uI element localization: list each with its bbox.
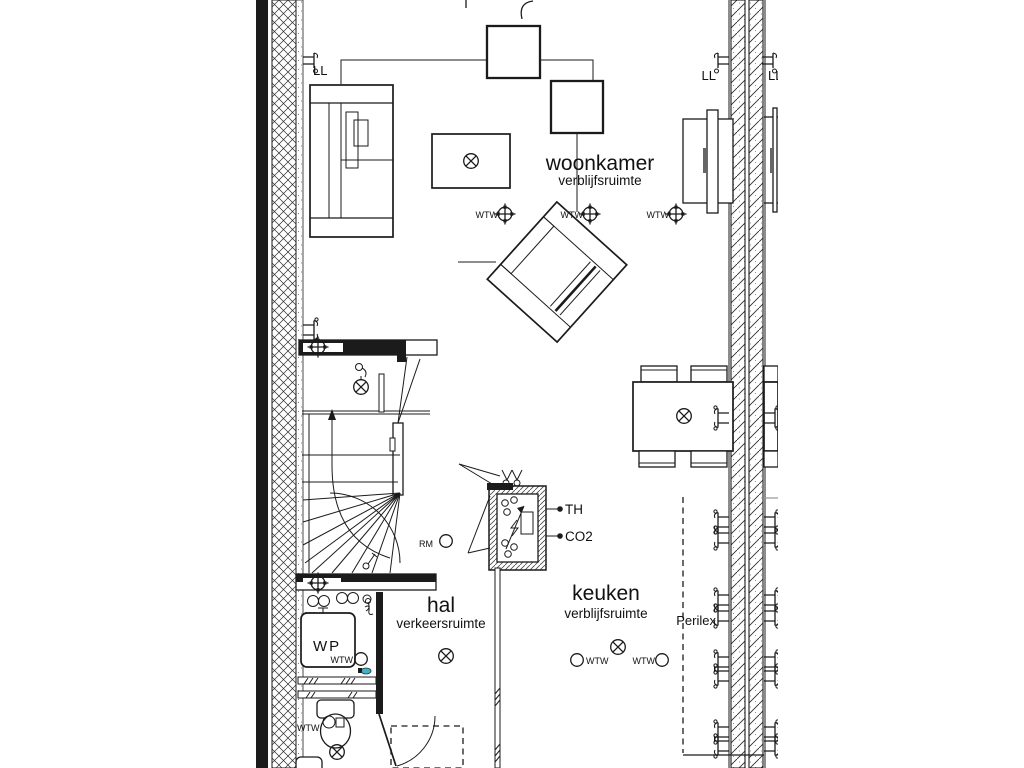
wall-socket-icon	[713, 509, 730, 535]
washbasin	[295, 756, 323, 768]
neighbor-cabinet	[764, 107, 778, 213]
ll-label: LL	[702, 68, 716, 83]
extract-valve-icon	[570, 653, 584, 667]
smoke-detector: RM	[419, 534, 453, 549]
coffee-table	[431, 133, 511, 189]
rm-label: RM	[419, 539, 433, 549]
meter-cupboard	[467, 469, 547, 571]
wall-light-pendant	[353, 363, 369, 395]
ceiling-light-icon	[438, 648, 454, 664]
wtw-label: WTW	[297, 723, 320, 733]
perilex-socket-icon	[713, 587, 730, 613]
dining-set	[632, 365, 734, 468]
supply-valve-icon	[493, 202, 517, 226]
supply-valve-icon	[664, 202, 688, 226]
right-party-wall	[728, 0, 766, 768]
stair-closet-top-wall	[298, 335, 438, 362]
hal-wp-wall	[364, 592, 383, 714]
ll-left: LL	[302, 52, 327, 78]
th-label: TH	[565, 502, 583, 517]
wtw-label: WTW	[586, 656, 609, 666]
wtw-label: WTW	[633, 656, 656, 666]
room-sublabel-keuken: verblijfsruimte	[564, 606, 647, 621]
wtw-supply-row: WTW WTW WTW	[476, 202, 688, 226]
walking-line	[331, 416, 391, 559]
wtw-label: WTW	[647, 210, 670, 220]
tap-point-icon	[358, 667, 372, 675]
toilet-partition	[297, 676, 377, 699]
stair-switch-icon	[362, 552, 378, 570]
toilet	[316, 699, 355, 760]
staircase	[302, 373, 430, 574]
square-chair-1	[485, 24, 542, 80]
ceiling-light-icon	[610, 639, 626, 655]
left-cabinet	[309, 84, 394, 238]
wtw-label: WTW	[331, 655, 354, 665]
entrance-door	[378, 713, 464, 768]
extract-valve-icon	[655, 653, 669, 667]
conduit-icon	[714, 53, 729, 73]
hal-keuken-door	[458, 463, 513, 490]
ll-right: LL	[702, 53, 729, 83]
top-edge-marks	[465, 0, 534, 20]
wtw-label: WTW	[561, 210, 584, 220]
winder-treads	[302, 492, 401, 574]
ll-label: LL	[768, 68, 782, 83]
wall-socket-icon	[764, 510, 779, 534]
wall-socket-icon	[713, 525, 730, 551]
kitchen-counter	[682, 497, 764, 756]
wtw-label: WTW	[476, 210, 499, 220]
room-label-keuken: keuken	[572, 582, 640, 605]
thermostat-point: TH	[546, 502, 583, 517]
perilex-socket-icon	[713, 603, 730, 629]
wall-socket-icon	[764, 526, 779, 550]
hal-keuken-wall	[494, 567, 501, 768]
extract-valve-icon	[354, 652, 368, 666]
ll-label: LL	[313, 63, 327, 78]
left-exterior-wall	[256, 0, 304, 768]
room-sublabel-hal: verkeersruimte	[396, 616, 485, 631]
right-cabinet	[682, 109, 734, 214]
supply-valve-icon	[578, 202, 602, 226]
neighbor-dining	[763, 365, 778, 468]
neighbor-dwelling-mirror: LL	[761, 52, 782, 758]
room-label-woonkamer: woonkamer	[545, 152, 655, 175]
wp-label: WP	[313, 638, 341, 655]
armchair-rotated	[486, 200, 628, 344]
wall-socket-icon	[764, 588, 779, 612]
square-chair-2	[549, 79, 605, 135]
perilex-label: Perilex	[676, 613, 716, 628]
room-sublabel-woonkamer: verblijfsruimte	[558, 173, 641, 188]
seating-group-lines	[340, 59, 594, 263]
stair-bottom-wall	[295, 571, 437, 595]
room-label-hal: hal	[427, 594, 455, 617]
co2-label: CO2	[565, 529, 593, 544]
wp-unit: WP	[300, 612, 356, 668]
wall-socket-icon	[303, 318, 318, 342]
meter-symbols	[501, 496, 534, 558]
ceiling-light-icon	[353, 379, 369, 395]
closet-door	[389, 356, 421, 496]
smoke-detector-icon	[439, 534, 453, 548]
wall-socket-icon	[764, 604, 779, 628]
co2-point: CO2	[546, 529, 593, 544]
